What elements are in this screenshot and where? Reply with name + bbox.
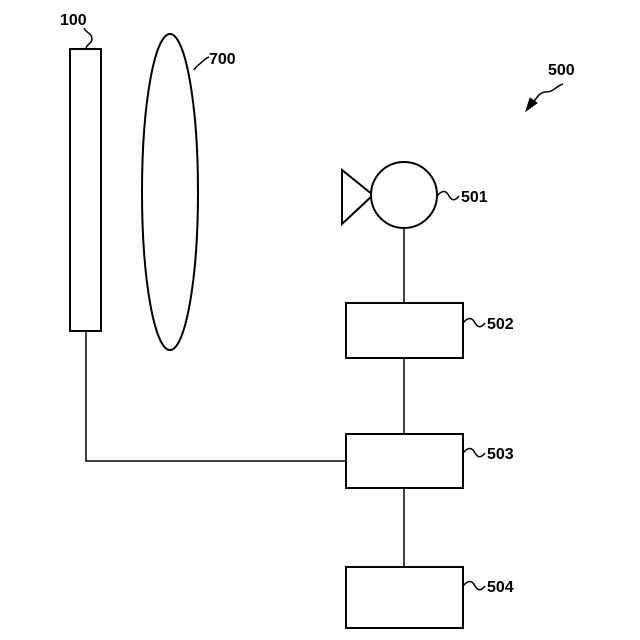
label-502: 502 bbox=[487, 316, 514, 333]
block-503 bbox=[346, 434, 463, 488]
camera-body-circle bbox=[371, 162, 437, 228]
label-504: 504 bbox=[487, 579, 514, 596]
panel-to-503-line bbox=[86, 331, 346, 461]
label-501: 501 bbox=[461, 189, 488, 206]
block-502-leader bbox=[463, 319, 485, 327]
block-502 bbox=[346, 303, 463, 358]
block-504-leader bbox=[463, 582, 485, 590]
label-503: 503 bbox=[487, 446, 514, 463]
camera-lens-triangle bbox=[342, 170, 373, 224]
camera-501 bbox=[342, 162, 437, 228]
label-500: 500 bbox=[548, 62, 575, 79]
label-100: 100 bbox=[60, 12, 87, 29]
block-503-leader bbox=[463, 449, 485, 457]
lens-700-leader bbox=[194, 57, 209, 70]
panel-100-leader bbox=[84, 28, 92, 49]
system-500-arrow bbox=[526, 84, 563, 111]
block-504 bbox=[346, 567, 463, 628]
connector-lines bbox=[86, 229, 404, 567]
panel-100 bbox=[70, 49, 101, 331]
lens-700 bbox=[142, 34, 198, 350]
label-700: 700 bbox=[209, 51, 236, 68]
camera-501-leader bbox=[437, 192, 459, 200]
